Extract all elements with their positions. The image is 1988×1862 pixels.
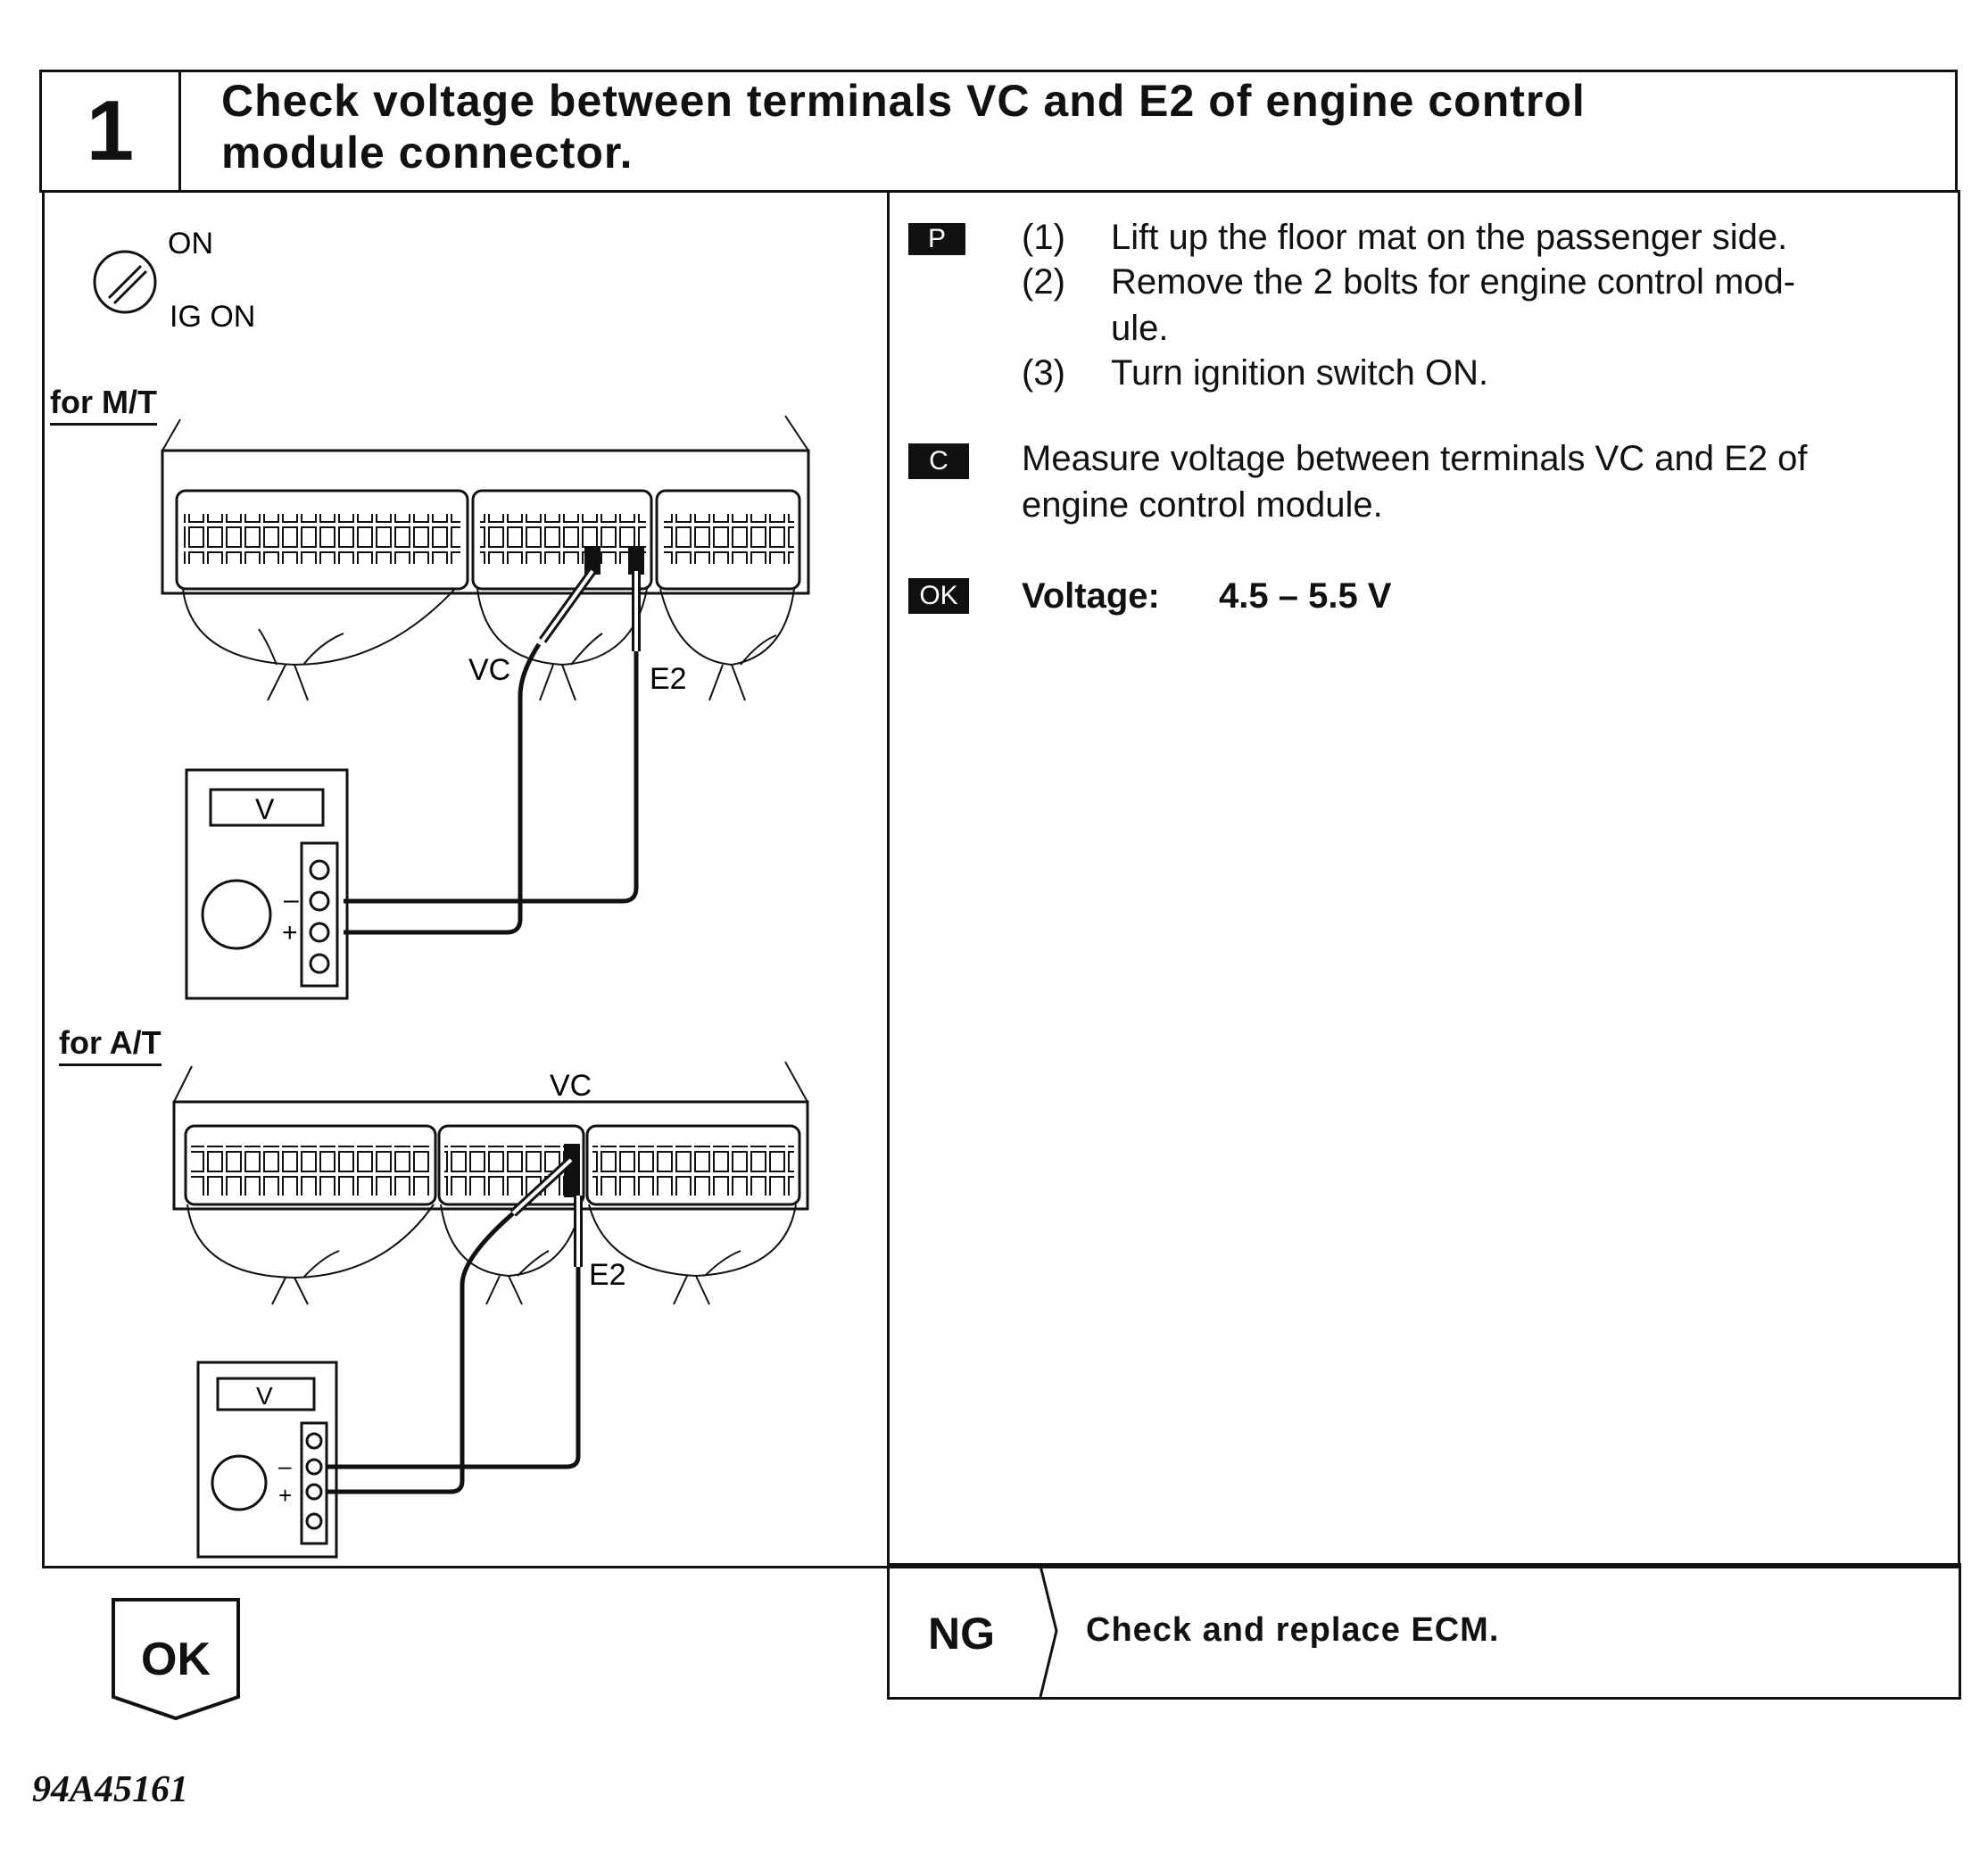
mt-vc-label: VC bbox=[468, 653, 510, 687]
ignition-key-icon bbox=[93, 250, 157, 314]
ok-result-label: OK bbox=[141, 1634, 211, 1685]
illustration: ON IG ON VC E2 bbox=[93, 227, 810, 1559]
p-step-2-num: (2) bbox=[1022, 262, 1065, 302]
at-plus-label: + bbox=[278, 1482, 292, 1509]
mt-e2-label: E2 bbox=[650, 662, 687, 696]
figure-code: 94A45161 bbox=[32, 1769, 189, 1810]
p-step-2-continued: ule. bbox=[1111, 309, 1169, 348]
c-badge: C bbox=[908, 443, 969, 479]
step-number: 1 bbox=[86, 83, 135, 178]
column-divider bbox=[887, 190, 890, 1568]
at-vc-label: VC bbox=[550, 1069, 592, 1103]
step-title-line2: module connector. bbox=[221, 128, 634, 178]
mt-minus-label: – bbox=[284, 885, 299, 914]
spec-label: Voltage: bbox=[1022, 576, 1160, 616]
p-step-1-num: (1) bbox=[1022, 218, 1065, 257]
ng-result-box bbox=[887, 1563, 1961, 1700]
p-step-1-text: Lift up the floor mat on the passenger s… bbox=[1111, 218, 1788, 257]
step-number-divider bbox=[178, 70, 181, 193]
p-step-2-text: Remove the 2 bolts for engine control mo… bbox=[1111, 262, 1796, 302]
c-instruction-line1: Measure voltage between terminals VC and… bbox=[1022, 439, 1808, 478]
at-e2-label: E2 bbox=[589, 1258, 626, 1292]
at-ecm-connector bbox=[172, 1061, 809, 1305]
body-frame bbox=[42, 190, 1960, 1568]
ng-result-label: NG bbox=[928, 1609, 995, 1659]
mt-meter-label: V bbox=[255, 793, 275, 825]
mt-label: for M/T bbox=[50, 384, 157, 426]
ng-result-action: Check and replace ECM. bbox=[1086, 1611, 1500, 1649]
switch-ig-on-label: IG ON bbox=[170, 300, 255, 334]
ok-result-arrow bbox=[112, 1598, 240, 1721]
switch-on-label: ON bbox=[168, 227, 213, 261]
spec-value: 4.5 – 5.5 V bbox=[1219, 576, 1392, 616]
p-step-3-text: Turn ignition switch ON. bbox=[1111, 353, 1489, 393]
mt-voltmeter bbox=[185, 768, 349, 1000]
at-label: for A/T bbox=[59, 1024, 162, 1066]
step-title-line1: Check voltage between terminals VC and E… bbox=[221, 76, 1586, 126]
ok-badge: OK bbox=[908, 578, 969, 614]
p-step-3-num: (3) bbox=[1022, 353, 1065, 393]
mt-plus-label: + bbox=[282, 918, 298, 948]
at-voltmeter bbox=[196, 1361, 338, 1559]
p-badge: P bbox=[908, 223, 965, 255]
at-minus-label: – bbox=[278, 1452, 292, 1479]
at-meter-label: V bbox=[256, 1382, 273, 1410]
c-instruction-line2: engine control module. bbox=[1022, 485, 1383, 525]
mt-ecm-connector bbox=[161, 415, 810, 701]
